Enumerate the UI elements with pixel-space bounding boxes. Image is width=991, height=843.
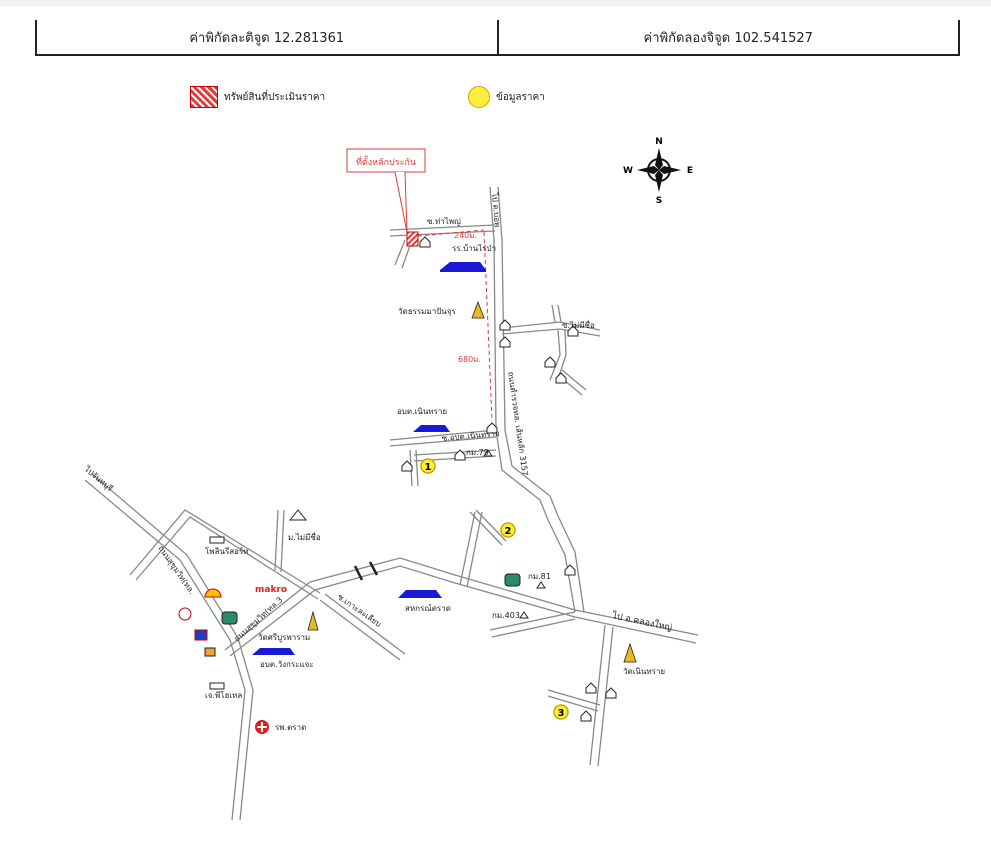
label-temple3: วัดเนินทราย: [623, 667, 665, 676]
km81-icon: [536, 581, 546, 589]
building-icons: [252, 262, 486, 655]
top-bar: [0, 0, 991, 6]
distance-1: 240ม.: [454, 231, 477, 240]
coop-building-icon: [398, 590, 442, 598]
km-marker-icons: [483, 449, 546, 619]
house-icon: [486, 422, 498, 434]
ptt-icon: [178, 607, 192, 621]
house-icon: [605, 687, 617, 699]
distance-2: 680ม.: [458, 355, 481, 364]
label-km403: กม.403: [492, 611, 520, 620]
house-icon: [567, 325, 579, 337]
store-icon: [209, 536, 225, 544]
label-km79: กม.79: [466, 448, 489, 457]
school-building-icon: [440, 262, 486, 272]
label-makro: makro: [255, 585, 287, 595]
obt1-building-icon: [413, 425, 450, 432]
label-jfh: เจ.พีโฮเทล: [205, 690, 242, 700]
label-to-chanthaburi: ไปจันทบุรี: [82, 464, 115, 494]
village-icon: [288, 509, 308, 521]
oil-icon: [204, 647, 216, 657]
house-icon: [544, 356, 556, 368]
label-temple1: วัดธรรมมาปันจุร: [398, 307, 456, 316]
label-main-road: ถนนตำรวจทล. เส้นหลัก 3157: [506, 371, 530, 476]
label-to-khlongyai: ไป อ.คลองใหญ่: [610, 610, 673, 634]
coordinates-table: ค่าพิกัดละติจูด 12.281361 ค่าพิกัดลองจิจ…: [35, 20, 960, 56]
compass-n: N: [655, 137, 663, 147]
compass-s: S: [656, 196, 662, 206]
temple1-icon: [471, 300, 485, 319]
house-icon: [564, 564, 576, 576]
label-km81: กม.81: [528, 572, 551, 581]
legend-property-label: ทรัพย์สินที่ประเมินราคา: [224, 91, 326, 103]
property-callout: ที่ตั้งหลักประกัน: [346, 148, 426, 233]
label-coop: สหกรณ์ตราด: [405, 603, 451, 613]
temple2-icon: [307, 610, 319, 631]
legend-price-label: ข้อมูลราคา: [496, 91, 545, 103]
km79-icon: [483, 449, 493, 457]
map-labels: ซ.ท่าไพญ่ ไป ต.บ่อพ 240ม. รร.บ้านไร่ป่า …: [82, 191, 673, 732]
yellow-circle-icon: [468, 86, 490, 108]
latitude-cell: ค่าพิกัดละติจูด 12.281361: [35, 20, 497, 54]
compass-e: E: [687, 166, 693, 176]
price-point-1-label: 1: [425, 462, 432, 473]
label-village: ม.ไม่มีชื่อ: [288, 531, 321, 542]
main-road-west-edge: [489, 186, 549, 521]
longitude-cell: ค่าพิกัดลองจิจูด 102.541527: [496, 20, 960, 54]
label-to-ban-noen: ไป ต.บ่อพ: [490, 191, 502, 227]
temple3-icon: [623, 642, 637, 663]
label-sukhumvit: ถนนสุขุมวิท(ทล.: [156, 544, 196, 596]
house-icon: [401, 460, 413, 472]
price-point-3-icon: [553, 704, 569, 720]
label-temple2: วัดศรีบูรพาราม: [258, 633, 310, 643]
label-obt1: อบต.เนินทราย: [397, 407, 447, 416]
label-school: รร.บ้านไร่ป่า: [452, 244, 496, 253]
bank-icon: [194, 629, 208, 641]
legend-property: ทรัพย์สินที่ประเมินราคา: [190, 86, 325, 108]
misc-icons: [178, 509, 521, 734]
house-icon: [580, 710, 592, 722]
label-store: โพลินรีสอร์ท: [205, 546, 249, 556]
price-point-2-label: 2: [505, 526, 512, 537]
shell-icon: [204, 588, 222, 598]
km403-icon: [519, 611, 529, 619]
gas-station-icon: [504, 573, 521, 587]
property-marker: [406, 231, 419, 247]
label-soi-koh: ซ.เกาะละเลียบ: [336, 592, 383, 629]
hotel-icon: [209, 682, 225, 690]
gas-station2-icon: [221, 611, 238, 625]
house-icon: [499, 336, 511, 348]
distance-lines: [417, 229, 493, 421]
bridge-icon: [353, 561, 379, 581]
label-soi-thaphai: ซ.ท่าไพญ่: [427, 217, 461, 226]
roads: [84, 186, 699, 821]
legend-price: ข้อมูลราคา: [468, 86, 545, 108]
price-point-3-label: 3: [558, 708, 565, 719]
label-obt2: อบต.วังกระแจะ: [260, 660, 314, 669]
compass-icon: N S W E: [623, 137, 693, 206]
label-soi-nameless: ซ.ไม่มีชื่อ: [562, 319, 595, 330]
house-icon: [419, 236, 431, 248]
house-icons: [401, 236, 617, 722]
obt2-building-icon: [252, 648, 295, 655]
label-soi-obt: ซ.อบต.เนินทราย: [441, 429, 500, 443]
house-icon: [454, 449, 466, 461]
house-icon: [585, 682, 597, 694]
price-point-1-icon: [420, 458, 436, 474]
house-icon: [555, 372, 567, 384]
compass-w: W: [623, 166, 633, 176]
label-hospital: รพ.ตราด: [275, 723, 306, 732]
temple-icons: [307, 300, 637, 663]
callout-label: ที่ตั้งหลักประกัน: [356, 155, 416, 168]
main-road-east-edge: [497, 186, 559, 517]
hatched-square-icon: [190, 86, 218, 108]
price-point-markers: 1 2 3: [420, 458, 569, 720]
price-point-2-icon: [500, 522, 516, 538]
house-icon: [499, 319, 511, 331]
